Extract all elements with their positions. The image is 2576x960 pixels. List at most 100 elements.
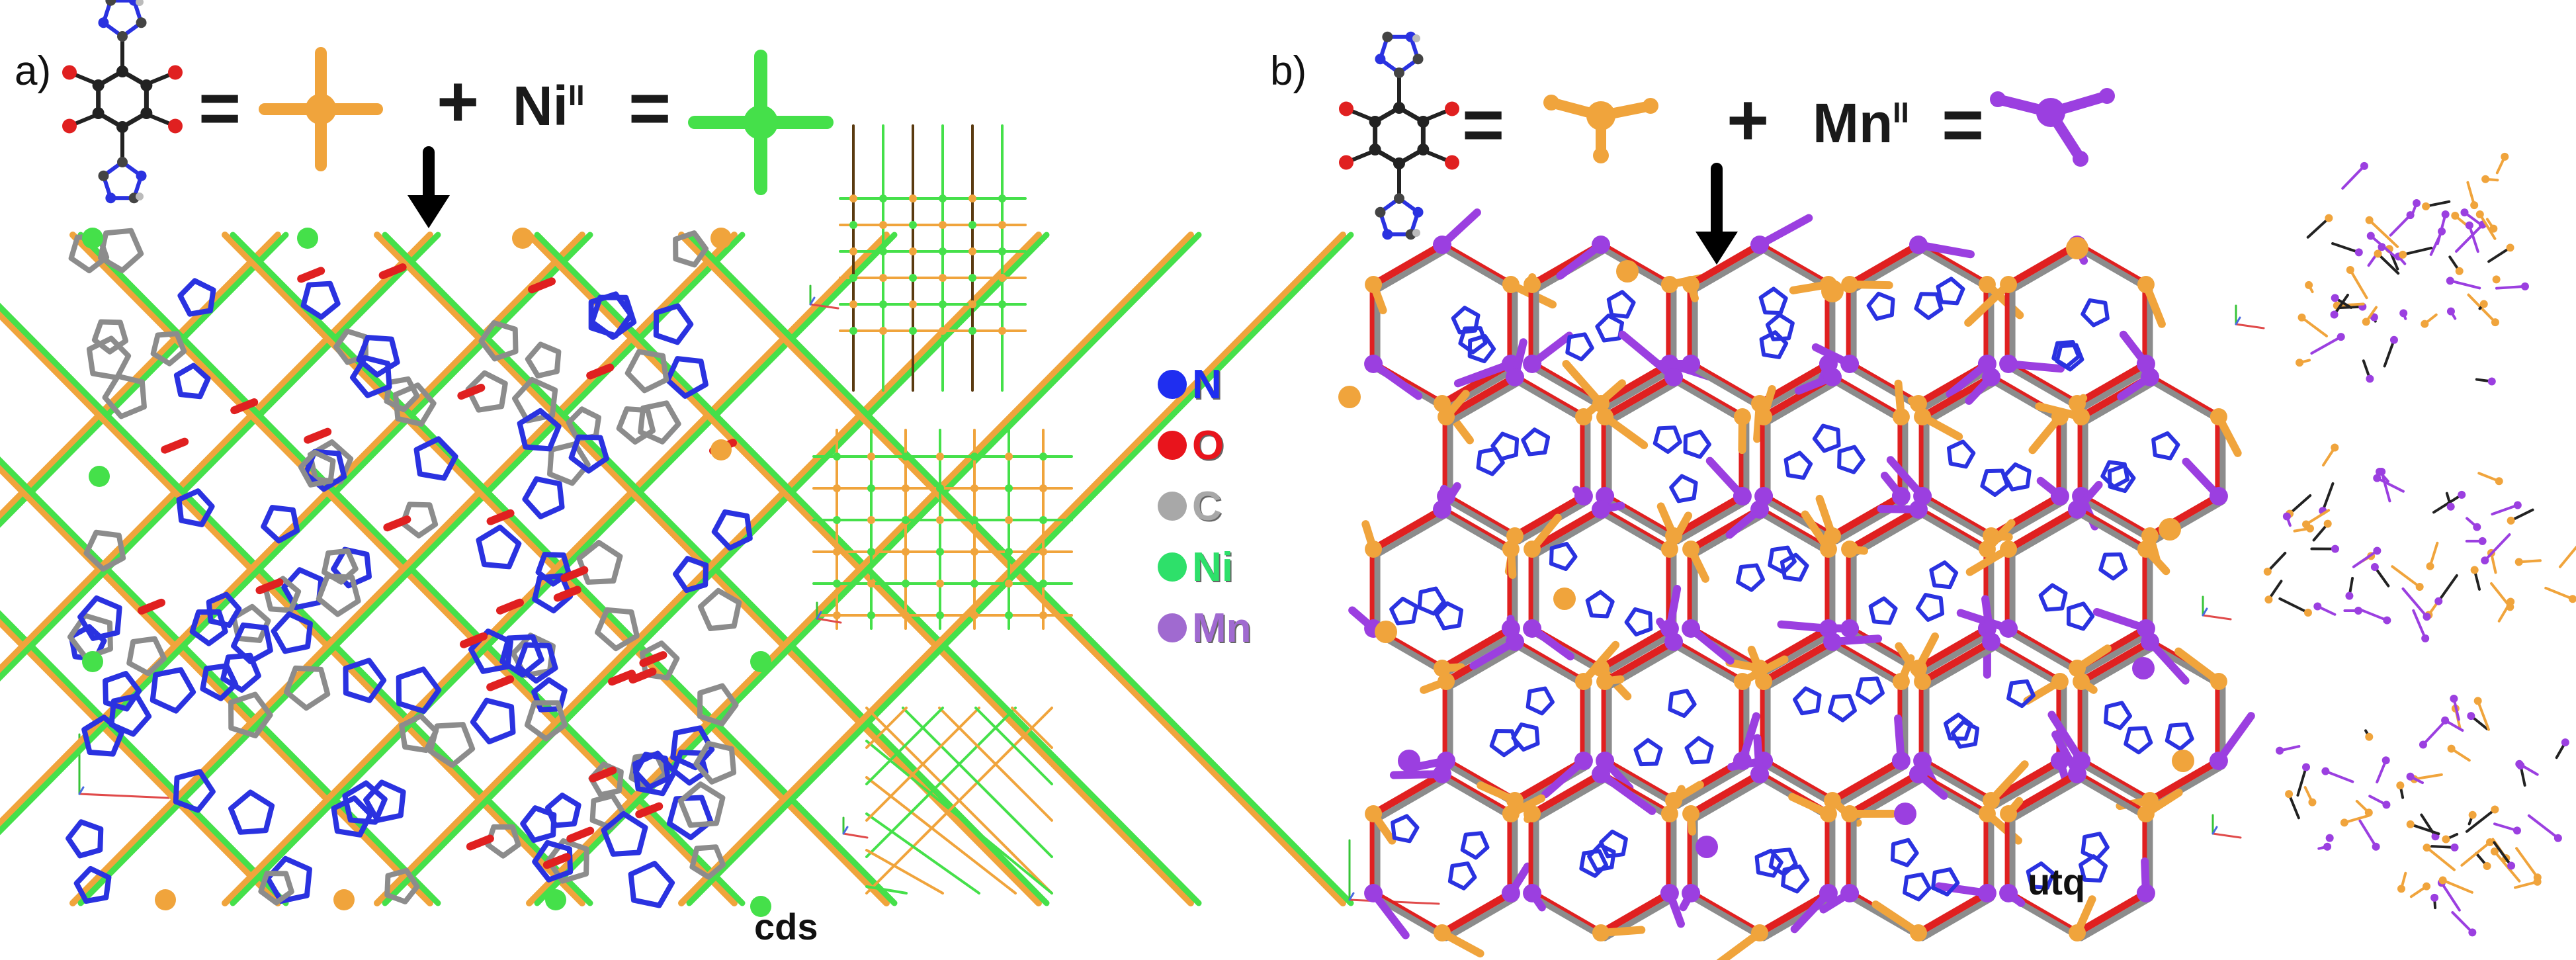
rod-bond [686, 232, 1354, 906]
ligand-atom [1524, 276, 1541, 293]
net-node [909, 327, 917, 335]
triazole-ring [298, 449, 336, 488]
net-node [2423, 613, 2431, 621]
net-node [879, 300, 887, 308]
net-node [2516, 762, 2525, 770]
triazole-ring [189, 609, 228, 646]
manganese-atom [2141, 368, 2159, 386]
net-node [2406, 820, 2415, 828]
manganese-atom [1909, 765, 1928, 783]
manganese-atom [1750, 236, 1769, 254]
carbonyl-bond [466, 834, 494, 851]
triazole-ring [2100, 460, 2130, 489]
axis-c [2211, 826, 2218, 835]
net-node [849, 247, 857, 255]
net-node [2306, 524, 2315, 533]
triazole-ring [595, 607, 640, 652]
triazole-ring [1378, 196, 1420, 237]
ligand-atom [1506, 792, 1524, 809]
legend-item-mn: Mn [1158, 597, 1252, 658]
net-link [2487, 246, 2512, 263]
triazole-ring [1458, 326, 1488, 355]
manganese-atom [1433, 500, 1451, 519]
net-node [2337, 333, 2345, 341]
triazole-ring [2098, 552, 2128, 581]
net-node [2475, 210, 2484, 218]
ligand-atom [1824, 792, 1841, 809]
net-node [998, 195, 1006, 202]
triazole-ring [2124, 726, 2153, 755]
rod-bond [230, 232, 898, 906]
net-link [2527, 814, 2559, 840]
net-node [2330, 310, 2339, 319]
net-node [2520, 282, 2529, 290]
net-node [998, 247, 1006, 255]
net-link [2288, 494, 2312, 515]
panel-a-topology-label: cds [754, 906, 818, 947]
panel-a-ligand-node-icon [259, 47, 383, 171]
net-link [865, 707, 1053, 895]
net-node [2331, 294, 2339, 302]
triazole-ring [101, 160, 144, 200]
ligand-atom [1574, 673, 1592, 690]
net-node [1039, 548, 1047, 556]
rod-bond [0, 610, 289, 906]
carbonyl-bond [297, 267, 325, 283]
triazole-ring [1903, 872, 1932, 902]
terminal-atom [1894, 803, 1916, 825]
net-link [2483, 533, 2511, 562]
net-node [849, 274, 857, 282]
manganese-atom [2136, 884, 2155, 902]
manganese-atom [1733, 487, 1752, 505]
triazole-ring [515, 642, 558, 684]
ligand-atom [1574, 408, 1592, 425]
triazole-ring [478, 320, 519, 362]
triazole-ring [2081, 832, 2110, 861]
triazole-ring [300, 281, 341, 320]
ligand-atom [1524, 541, 1541, 558]
carbonyl-bond [586, 363, 615, 380]
ring-atom [1394, 67, 1404, 78]
rod-bond [0, 232, 585, 828]
ligand-atom [1365, 805, 1383, 822]
net-node [968, 247, 976, 255]
triazole-ring [616, 406, 656, 445]
mn-bond [1756, 214, 1813, 249]
terminal-atom [333, 889, 355, 910]
net-node [902, 516, 910, 524]
ring-atom [98, 170, 109, 181]
net-node [2399, 250, 2407, 259]
triazole-ring [83, 529, 126, 572]
axis-a [816, 617, 842, 624]
manganese-atom [1664, 633, 1683, 651]
triazole-ring [86, 335, 132, 380]
net-node [2383, 616, 2391, 625]
manganese-atom [1574, 752, 1593, 770]
net-node [902, 484, 910, 492]
node-tip [1643, 98, 1658, 114]
net-node [1039, 580, 1047, 588]
triazole-ring [331, 546, 372, 589]
terminal-atom [2066, 237, 2088, 259]
net-node [2468, 810, 2477, 819]
net-node [1005, 580, 1013, 588]
net-link [2455, 223, 2484, 253]
net-node [2421, 320, 2429, 328]
net-node [2507, 861, 2516, 870]
oxygen-atom [168, 65, 183, 80]
triazole-ring [2104, 701, 2132, 730]
net-node [970, 453, 978, 460]
panel-b-metal-symbol: Mn [1813, 92, 1893, 154]
triazole-ring [624, 349, 669, 394]
net-node [2495, 477, 2503, 486]
net-node [833, 580, 841, 588]
net-node [2423, 882, 2431, 891]
triazole-ring [1855, 676, 1885, 705]
net-node [2506, 243, 2514, 252]
net-node [939, 195, 947, 202]
projection-axes [2235, 304, 2265, 329]
net-link [2441, 879, 2473, 894]
triazole-ring [263, 576, 302, 613]
net-link [2409, 822, 2440, 836]
